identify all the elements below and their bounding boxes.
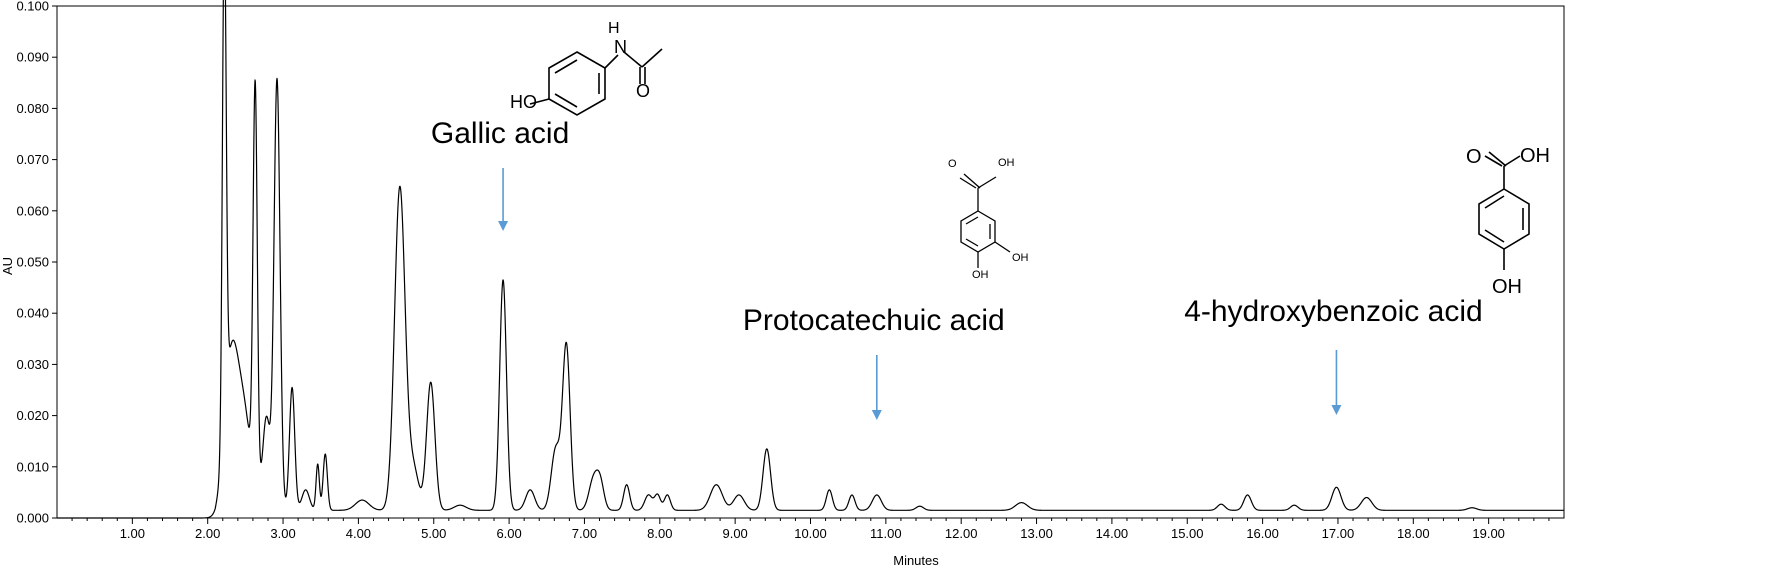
protocatechuic-label-oh3: OH [1012,252,1029,264]
y-axis-title: AU [0,257,15,275]
acetaminophen-label-ho: HO [510,92,537,112]
annotation-label: 4-hydroxybenzoic acid [1184,295,1483,328]
protocatechuic-label-o: O [948,158,957,170]
hydroxybenzoic-label-cooh-oh: OH [1520,145,1550,167]
y-tick-label: 0.090 [16,50,49,65]
x-tick-label: 15.00 [1171,526,1204,541]
x-tick-label: 1.00 [120,526,145,541]
x-tick-label: 17.00 [1322,526,1355,541]
annotation-label: Protocatechuic acid [743,304,1005,337]
x-tick-label: 7.00 [572,526,597,541]
x-tick-label: 12.00 [945,526,978,541]
y-tick-label: 0.020 [16,408,49,423]
acetaminophen-label-o: O [636,81,650,101]
y-tick-label: 0.000 [16,511,49,526]
x-tick-label: 13.00 [1020,526,1053,541]
chromatogram-trace [56,0,1565,519]
x-tick-label: 6.00 [496,526,521,541]
x-tick-label: 5.00 [421,526,446,541]
x-tick-label: 3.00 [270,526,295,541]
x-tick-label: 4.00 [346,526,371,541]
trace-layer [56,0,1565,519]
y-tick-label: 0.100 [16,0,49,14]
x-tick-label: 10.00 [794,526,827,541]
y-tick-label: 0.030 [16,357,49,372]
hydroxybenzoic-label-oh4: OH [1492,276,1522,298]
4-hydroxybenzoic-acid-structure: O OH OH [1466,145,1550,298]
y-tick-label: 0.080 [16,101,49,116]
annotation-arrow-head [498,221,509,231]
x-tick-label: 2.00 [195,526,220,541]
x-tick-label: 16.00 [1246,526,1279,541]
x-tick-label: 18.00 [1397,526,1430,541]
y-tick-label: 0.060 [16,203,49,218]
protocatechuic-acid-structure: O OH OH OH [948,157,1029,281]
x-axis-title: Minutes [893,553,939,568]
y-tick-label: 0.040 [16,306,49,321]
x-tick-label: 8.00 [647,526,672,541]
annotation-arrow-head [1331,405,1342,415]
protocatechuic-label-oh4: OH [972,269,989,281]
x-tick-label: 9.00 [722,526,747,541]
y-tick-label: 0.070 [16,152,49,167]
y-tick-label: 0.010 [16,459,49,474]
hydroxybenzoic-label-o: O [1466,146,1482,168]
annotation-arrow-head [871,410,882,420]
acetaminophen-label-h: H [608,20,620,37]
x-tick-label: 19.00 [1472,526,1505,541]
y-tick-label: 0.050 [16,255,49,270]
x-tick-label: 11.00 [870,526,902,541]
acetaminophen-label-n: N [614,37,627,57]
axes: 1.00 2.00 3.00 4.00 5.00 6.00 7.00 8.00 9.00 10.0… [16,0,1565,541]
protocatechuic-label-cooh-oh: OH [998,157,1015,169]
x-tick-label: 14.00 [1096,526,1129,541]
annotation-label: Gallic acid [431,117,569,150]
acetaminophen-structure: HO N H O [510,20,663,116]
